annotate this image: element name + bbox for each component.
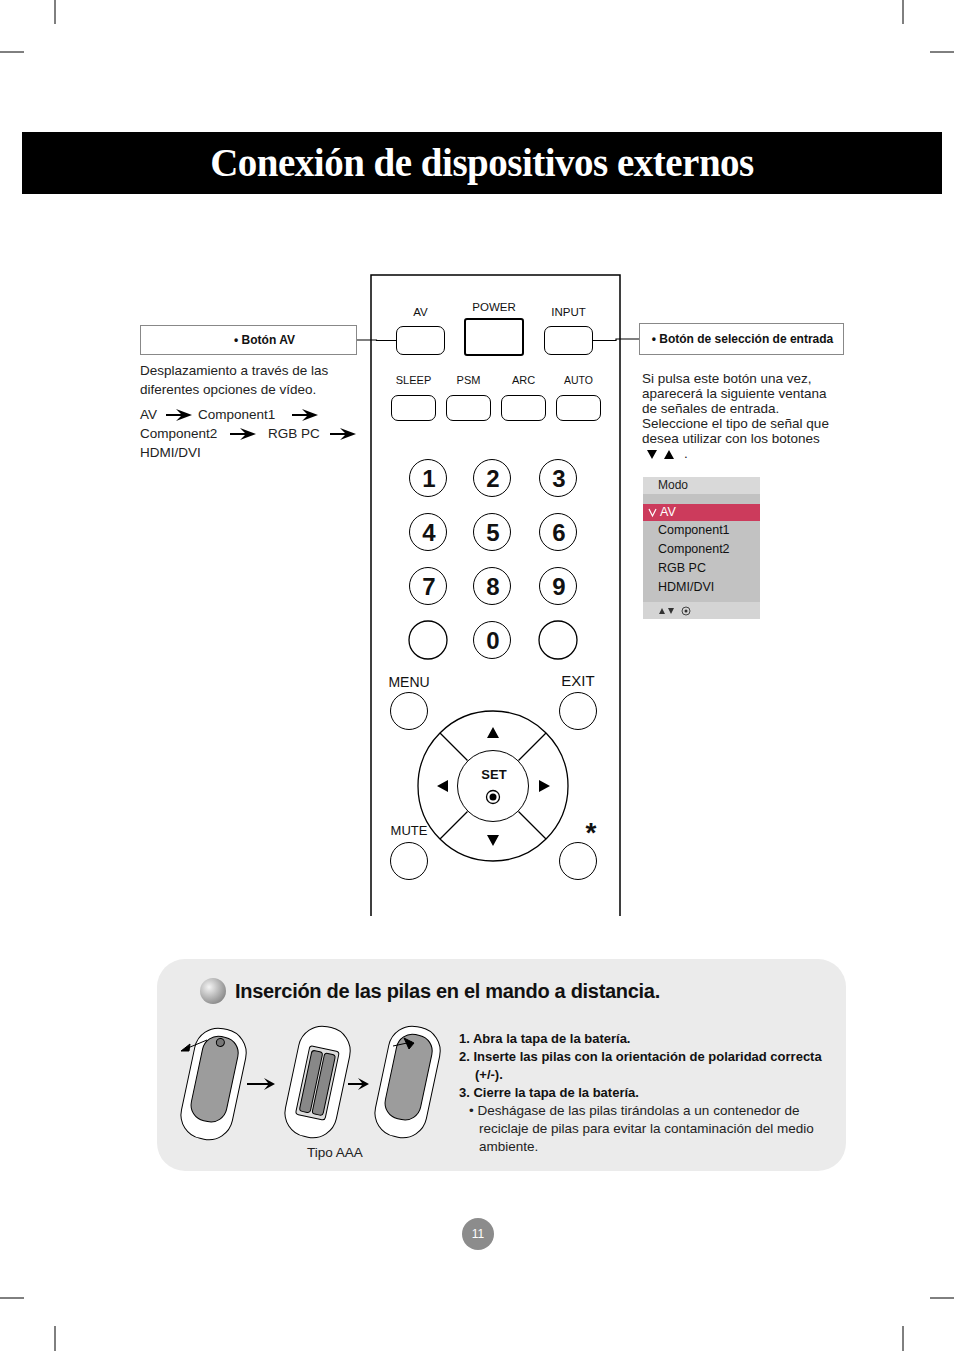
label: Tipo AAA [307,1143,363,1162]
number-button: 2 [473,459,511,497]
set-button: SET [457,750,529,822]
arrow-buttons-icon [646,448,680,460]
node-text: 7 [410,568,448,606]
leader-line [357,339,396,341]
remote-button: AUTO [536,376,621,421]
button-shape [391,395,436,421]
node-text: HDMI/DVI [658,579,714,595]
number-button: 9 [539,567,577,605]
node-text: INPUT [524,305,613,319]
selected-menu-row: AV [643,504,760,521]
battery-panel [157,959,846,1171]
callout-box: • Botón de selección de entrada [639,323,844,355]
node-text: 11 [462,1218,494,1250]
node-text: RGB PC [658,560,706,576]
remote-body [371,275,620,916]
node-text: SET [458,767,530,783]
number-button: 7 [409,567,447,605]
battery-section: Inserción de las pilas en el mando a dis… [157,959,846,1171]
node-text: 8 [474,568,512,606]
button-shape [390,692,428,730]
remote-button: ARC [481,376,566,421]
node-text: 1. Abra la tapa de la batería. [459,1030,829,1048]
number-button: 1 [409,459,447,497]
node-text: • Deshágase de las pilas tirándolas a un… [469,1102,829,1156]
node-text: 4 [410,514,448,552]
node-text: 3 [540,460,578,498]
menu-window [643,477,760,619]
label: RGB PC [268,424,320,443]
label: HDMI/DVI [140,443,201,462]
number-button: 4 [409,513,447,551]
title-band: Conexión de dispositivos externos [22,132,942,194]
label: Component1 [198,405,275,424]
node-text: 3. Cierre la tapa de la batería. [459,1084,829,1102]
node-text: 1 [410,460,448,498]
node-text: * [547,816,635,850]
node-text: Component2 [658,541,730,557]
label: . [684,446,688,461]
page-title: Conexión de dispositivos externos [22,132,942,194]
number-button: 6 [539,513,577,551]
round-button: MUTE [365,825,453,880]
button-shape [501,395,546,421]
button-shape [464,318,524,356]
node-text: 6 [540,514,578,552]
button-shape [544,326,593,355]
node-text: ARC [481,374,566,387]
node-text: • Botón de selección de entrada [640,324,845,354]
node-text: 2 [474,460,512,498]
leader-line [593,339,639,341]
page-number: 11 [462,1218,494,1250]
node-text: AUTO [536,374,621,387]
node-text: PSM [426,374,511,387]
round-button: * [534,818,622,880]
button-shape [556,395,601,421]
direction-pad [418,711,568,861]
node-text: 2. Inserte las pilas con la orientación … [459,1048,829,1084]
number-button: 5 [473,513,511,551]
remote-button: AV [376,307,465,355]
node-text: POWER [444,300,544,314]
label: AV [140,405,157,424]
round-button: MENU [365,676,453,730]
button-shape [390,842,428,880]
number-button: 8 [473,567,511,605]
remote-button: PSM [426,376,511,421]
remote-back-views [177,1022,445,1144]
blank-buttons [409,621,577,659]
node-text: Inserción de las pilas en el mando a dis… [235,979,660,1003]
button-shape [559,692,597,730]
remote-button: INPUT [524,307,613,355]
node-text: Modo [658,478,688,493]
node-text: SLEEP [371,374,456,387]
button-shape [446,395,491,421]
node-text: 5 [474,514,512,552]
label: Desplazamiento a través de las diferente… [140,361,350,399]
number-button: 3 [539,459,577,497]
remote-button: SLEEP [371,376,456,421]
node-text: Component1 [658,522,730,538]
node-text: 0 [474,622,512,660]
number-button: 0 [473,621,511,659]
round-button: EXIT [534,674,622,730]
power-button: POWER [444,300,544,357]
node-text: AV [376,305,465,319]
label: Si pulsa este botón una vez, aparecerá l… [642,371,829,446]
button-shape [396,326,445,355]
node-text: MUTE [365,823,453,839]
node-text: MENU [365,674,453,691]
callout-box: • Botón AV [140,325,357,355]
input-menu-window: ModoComponent1Component2RGB PC HDMI/DVI AV [643,477,760,619]
node-text: • Botón AV [141,326,358,354]
label: Component2 [140,424,217,443]
node-text: 9 [540,568,578,606]
instruction-text: Si pulsa este botón una vez, aparecerá l… [642,371,837,461]
node-text: EXIT [534,672,622,690]
node-text: AV [660,504,676,521]
check-mark [647,504,659,521]
